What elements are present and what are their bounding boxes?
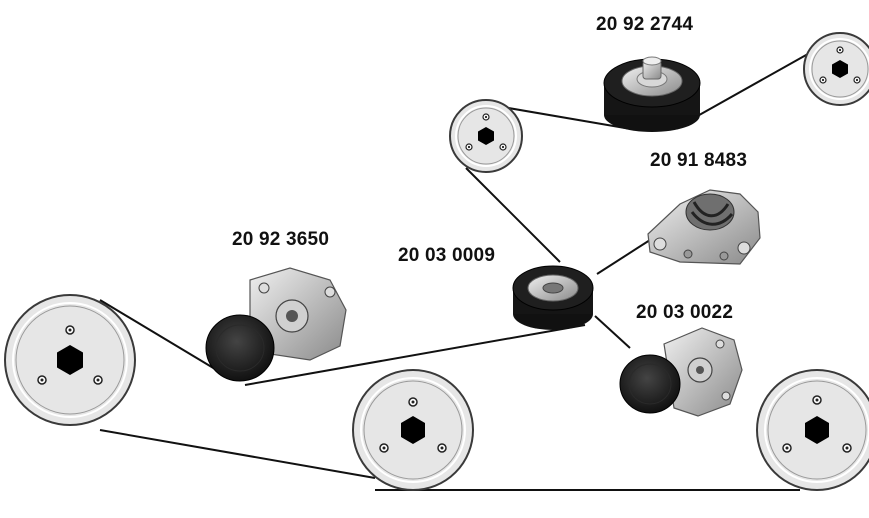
belt-segment xyxy=(596,239,651,275)
pulley-icon xyxy=(803,32,869,106)
belt-segment xyxy=(465,167,561,263)
part-number-label: 20 92 2744 xyxy=(596,14,694,35)
pulley-icon xyxy=(4,294,136,426)
belt-segment xyxy=(99,429,376,479)
part-number-label: 20 92 3650 xyxy=(232,229,330,250)
belt-segment xyxy=(684,49,816,124)
hex-hub-icon xyxy=(478,127,494,145)
hex-hub-icon xyxy=(401,416,425,444)
belt-lines xyxy=(99,49,816,491)
pulley-icon xyxy=(449,99,523,173)
part-number-label: 20 91 8483 xyxy=(650,150,748,171)
roller-icon xyxy=(603,56,701,132)
tensioner-icon xyxy=(647,189,761,265)
part-number-label: 20 03 0009 xyxy=(398,245,496,266)
hex-hub-icon xyxy=(57,345,83,375)
belt-segment xyxy=(244,324,586,386)
belt-segment xyxy=(594,315,631,349)
roller-icon xyxy=(512,265,594,330)
pulley-icon xyxy=(352,369,474,491)
hex-hub-icon xyxy=(832,60,848,78)
pulley-icon xyxy=(756,369,869,491)
tensioner-icon xyxy=(205,267,347,382)
hex-hub-icon xyxy=(805,416,829,444)
tensioner-icon xyxy=(619,327,743,417)
part-number-label: 20 03 0022 xyxy=(636,302,734,323)
belt-segment xyxy=(99,299,221,373)
